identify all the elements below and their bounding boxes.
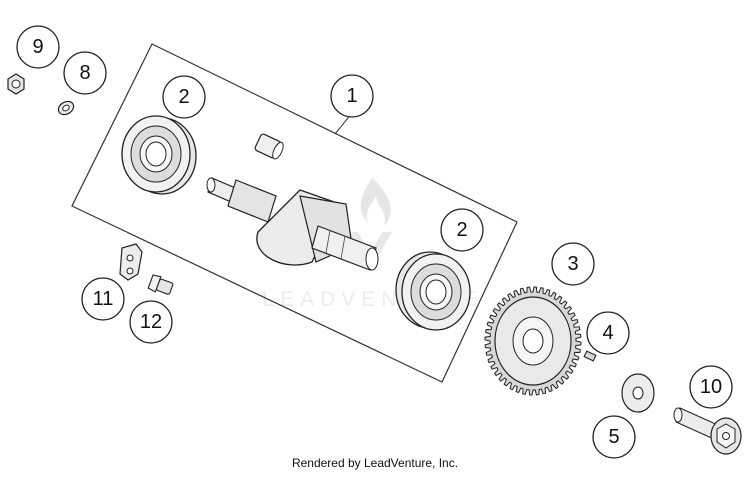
callout-12: 12 (129, 300, 173, 344)
callout-1: 1 (330, 74, 374, 118)
svg-text:8: 8 (79, 62, 90, 84)
flange-bolt-part-10[interactable] (674, 408, 741, 454)
callout-2-left: 2 (162, 75, 206, 119)
callout-2-right: 2 (440, 208, 484, 252)
callout-4: 4 (586, 311, 630, 355)
svg-text:5: 5 (608, 426, 619, 448)
callout-11: 11 (81, 277, 125, 321)
callout-8: 8 (63, 51, 107, 95)
svg-text:12: 12 (140, 311, 162, 333)
screw-part-12[interactable] (148, 274, 174, 297)
svg-text:11: 11 (93, 288, 114, 310)
crank-pin-sleeve[interactable] (254, 133, 285, 160)
washer-part-8[interactable] (56, 99, 76, 117)
gear-part-3[interactable] (485, 287, 581, 395)
watermark-flame-logo (360, 178, 391, 226)
bracket-part-11[interactable] (120, 244, 142, 280)
svg-text:3: 3 (567, 253, 578, 275)
crankshaft-part-1[interactable] (207, 178, 378, 270)
callout-5: 5 (592, 415, 636, 459)
callout-10: 10 (689, 365, 733, 409)
washer-part-5[interactable] (622, 374, 654, 412)
svg-text:9: 9 (32, 36, 43, 58)
svg-text:2: 2 (178, 86, 189, 108)
render-credit: Rendered by LeadVenture, Inc. (291, 456, 459, 470)
callout-3: 3 (551, 242, 595, 286)
nut-part-9[interactable] (8, 74, 24, 94)
ball-bearing-part-2-right[interactable] (396, 252, 470, 330)
ball-bearing-part-2-left[interactable] (122, 116, 196, 194)
crankshaft-assembly-frame (71, 43, 518, 383)
callout-9: 9 (16, 25, 60, 69)
svg-text:1: 1 (346, 85, 357, 107)
key-part-4[interactable] (584, 351, 596, 361)
svg-text:10: 10 (700, 376, 722, 398)
svg-text:4: 4 (602, 322, 613, 344)
svg-text:2: 2 (456, 219, 467, 241)
